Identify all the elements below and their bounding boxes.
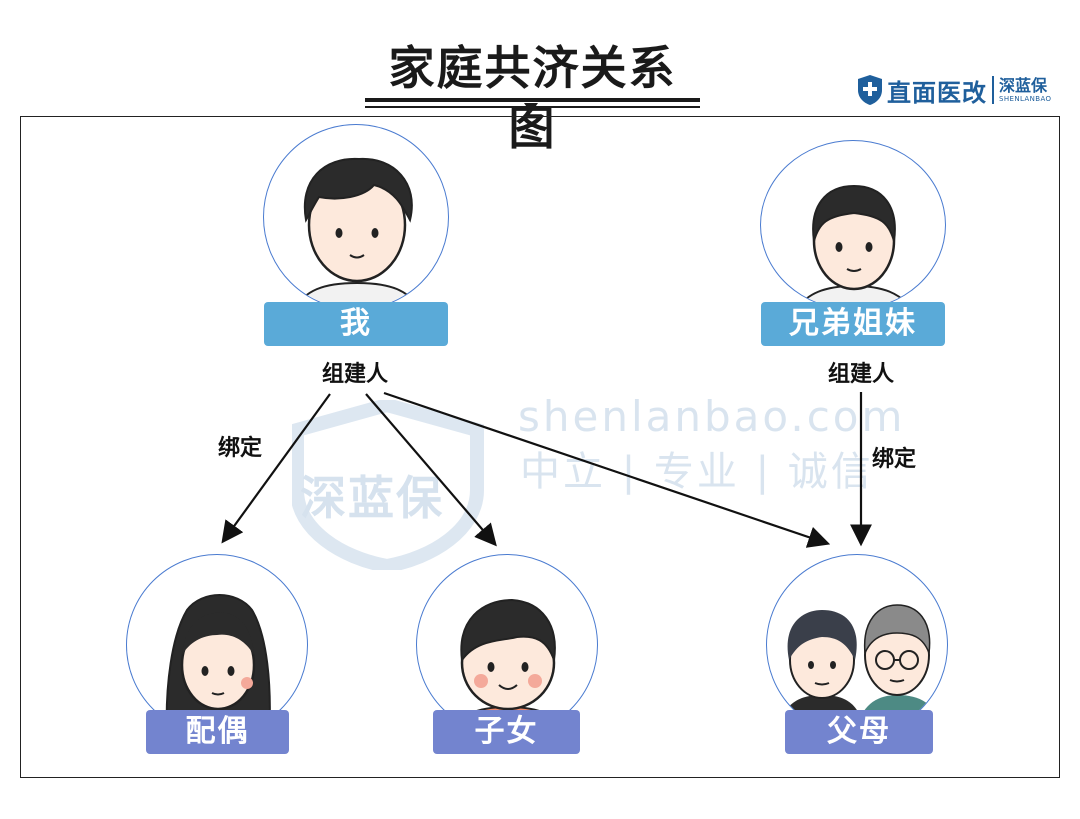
watermark-brand: 深蓝保: [300, 471, 444, 525]
diagram-frame: [20, 116, 1060, 778]
child-icon: [446, 598, 570, 735]
page-title: 家庭共济关系图: [388, 41, 677, 155]
elderly-couple-icon: [777, 604, 943, 735]
shield-plus-icon: [857, 74, 883, 106]
bind-label-left: 绑定: [218, 436, 263, 461]
title-pointer-icon: [524, 103, 538, 113]
title-underline: [365, 98, 700, 102]
avatar-children: [416, 554, 598, 736]
man-icon: [796, 184, 912, 309]
logo-brand-text: 深蓝保: [999, 75, 1048, 95]
woman-icon: [165, 594, 271, 735]
young-man-icon: [293, 157, 421, 309]
node-label-children: 子女: [433, 710, 580, 754]
watermark-shield-icon: [290, 397, 502, 574]
avatar-me: [263, 124, 449, 310]
bind-label-right: 绑定: [872, 447, 917, 472]
edge-me-spouse: [221, 393, 331, 544]
role-label-siblings: 组建人: [827, 362, 894, 387]
logo-brand-en: SHENLANBAO: [999, 94, 1052, 103]
node-label-siblings: 兄弟姐妹: [761, 302, 945, 346]
logo-divider: [992, 76, 994, 104]
brand-logo: 直面医改 深蓝保 SHENLANBAO: [857, 70, 1051, 110]
role-label-me: 组建人: [321, 362, 388, 387]
node-label-spouse: 配偶: [146, 710, 289, 754]
edge-me-parents: [383, 391, 831, 548]
avatar-spouse: [126, 554, 308, 736]
logo-main-text: 直面医改: [887, 78, 987, 107]
node-label-me: 我: [264, 302, 448, 346]
node-label-parents: 父母: [785, 710, 933, 754]
watermark-url: shenlanbao.com: [518, 392, 906, 441]
edge-me-children: [365, 393, 497, 547]
watermark-motto: 中立 | 专业 | 诚信: [520, 449, 874, 495]
avatar-parents: [766, 554, 948, 736]
avatar-siblings: [760, 140, 946, 310]
